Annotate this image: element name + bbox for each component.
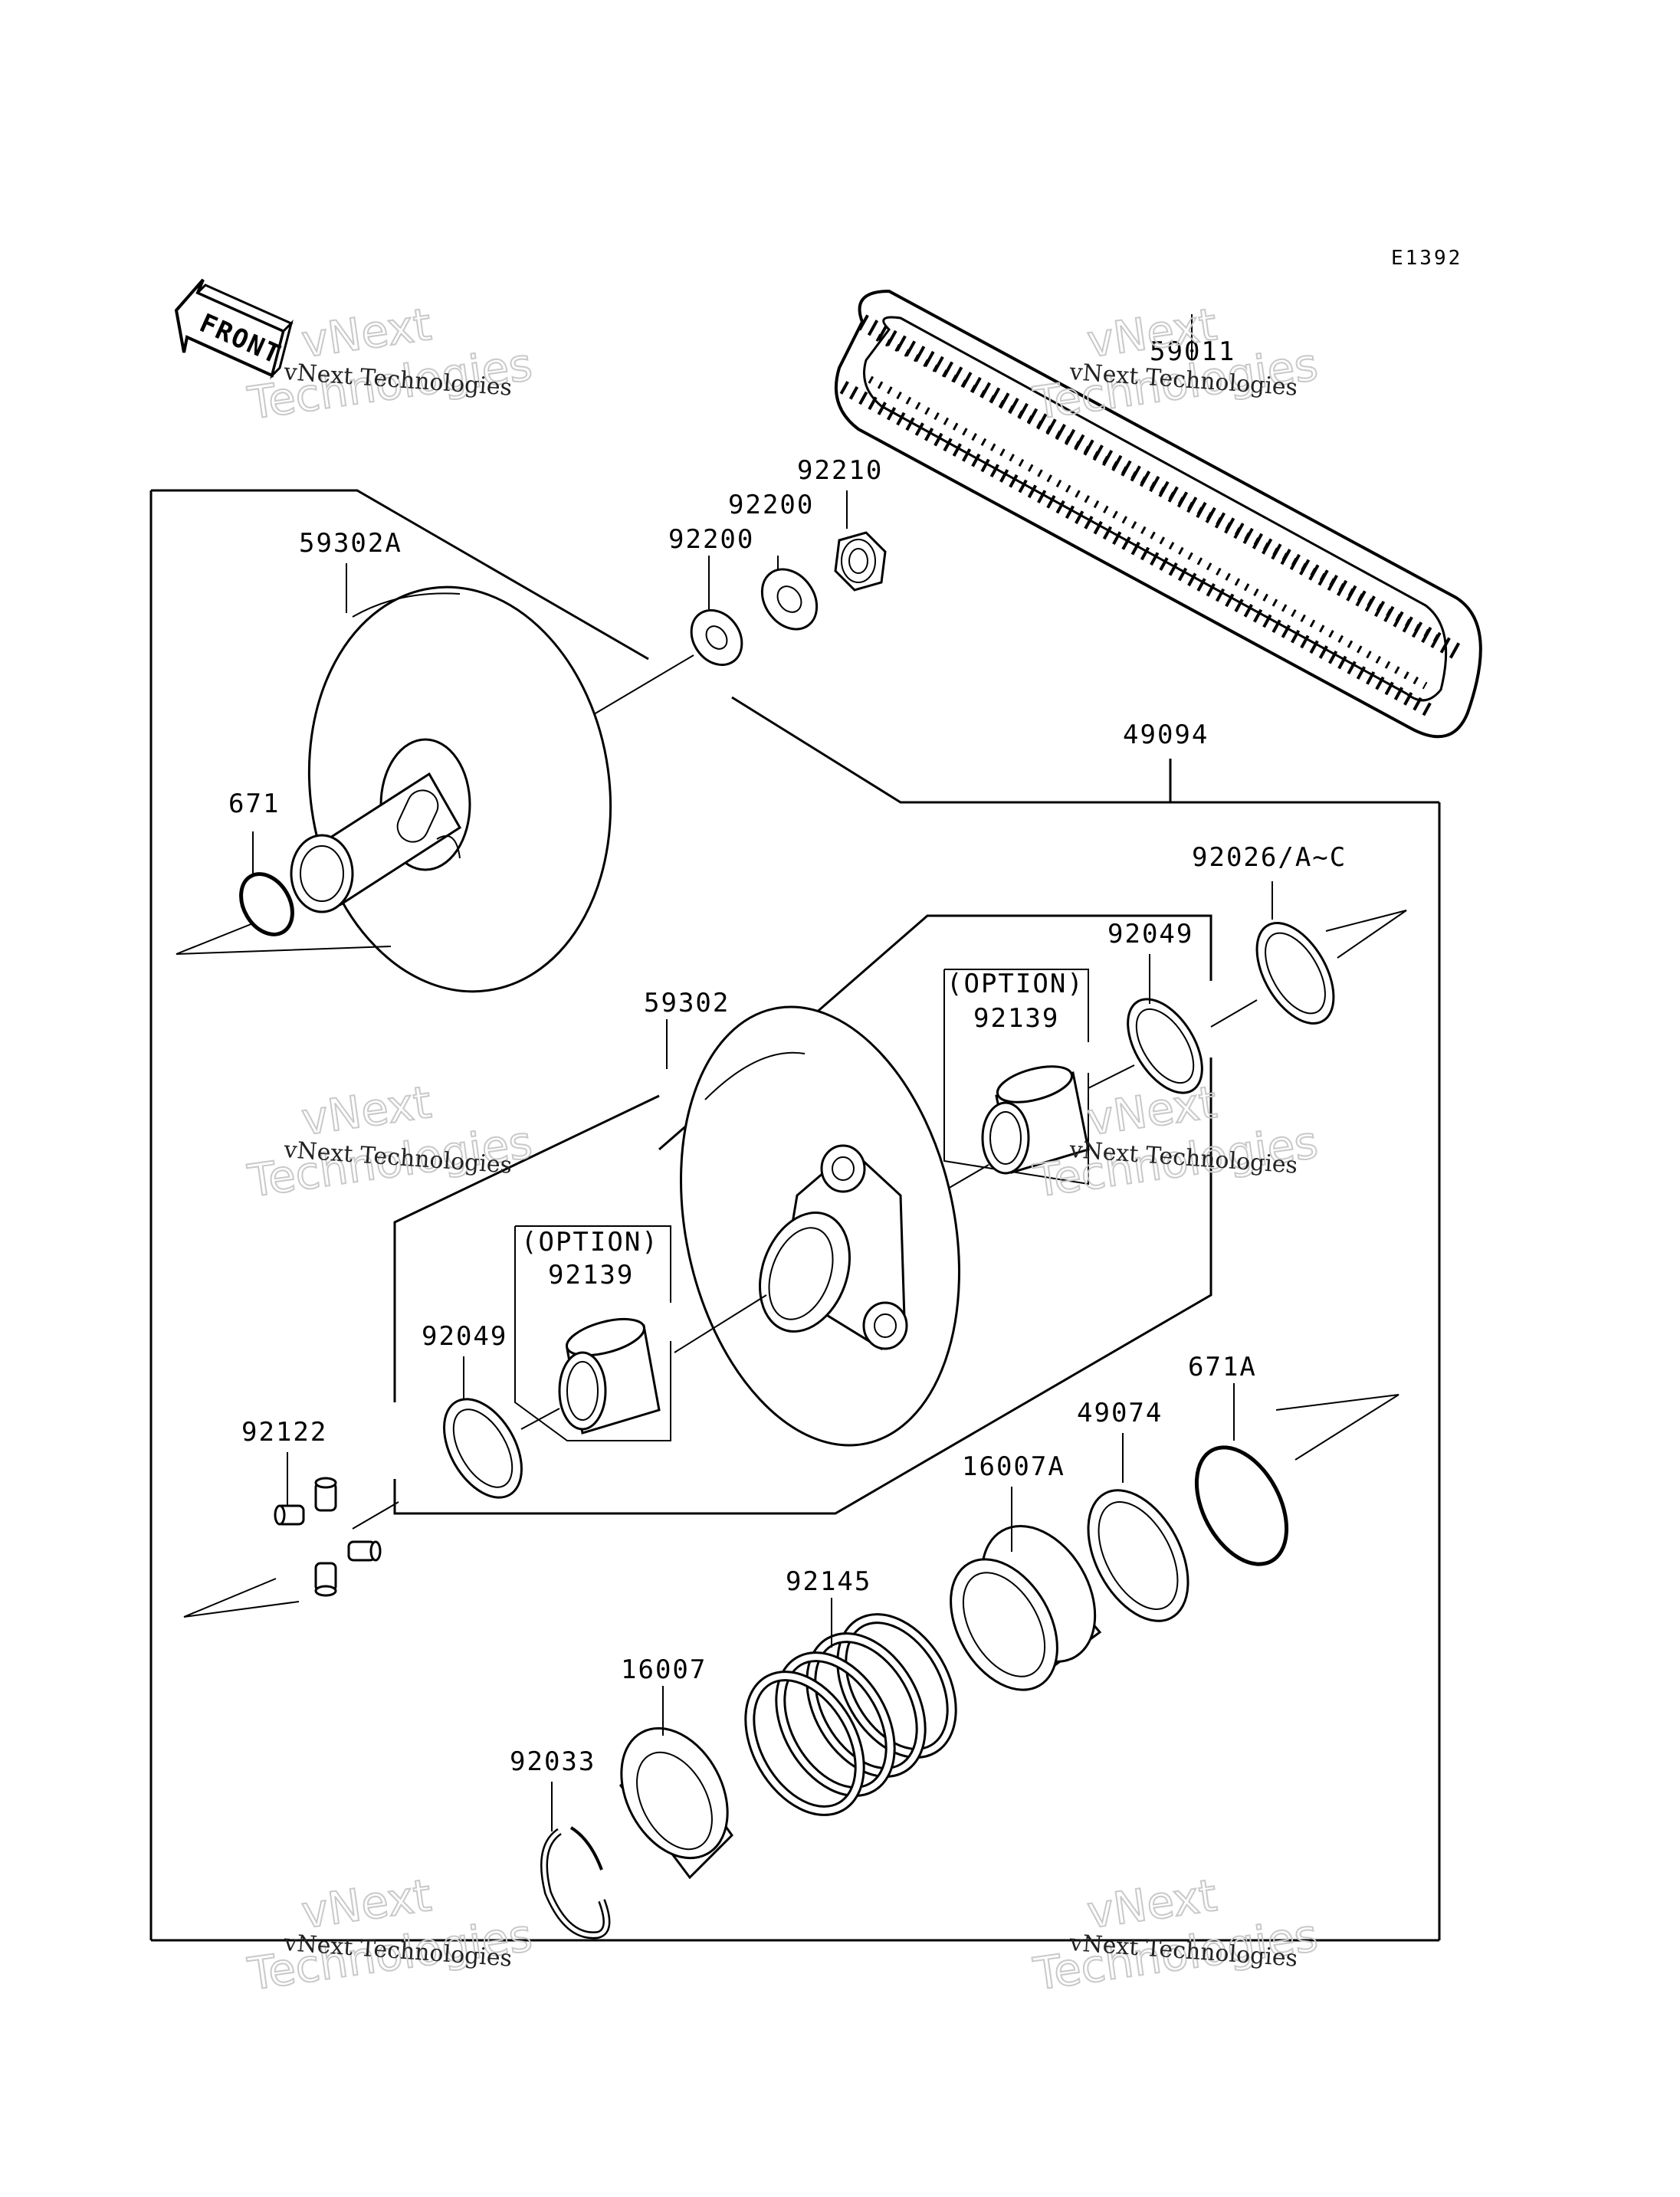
snap-ring-92033 [540,1826,611,1940]
label-92145: 92145 [786,1566,871,1597]
label-59302A: 59302A [299,528,402,559]
label-92049-right: 92049 [1107,919,1193,949]
grease-fittings-92122 [274,1477,382,1597]
ring-49074 [1087,1489,1189,1622]
label-92139-upper: 92139 [973,1003,1059,1034]
fixed-sheave-59302A [290,585,612,993]
drive-belt [834,289,1482,739]
label-59011: 59011 [1150,336,1235,367]
label-92139-lower: 92139 [548,1260,634,1290]
label-92210: 92210 [797,455,883,486]
label-16007: 16007 [621,1654,707,1685]
label-49074: 49074 [1077,1398,1163,1428]
option-label-lower: (OPTION) [521,1227,659,1258]
movable-sheave-59302 [680,1005,960,1447]
label-671A: 671A [1188,1352,1257,1382]
washer-92200-lower [690,608,743,667]
label-671: 671 [228,789,280,819]
cam-16007 [619,1726,733,1880]
bushing-92139-lower [558,1317,661,1435]
label-92049-left: 92049 [422,1321,507,1352]
label-92122: 92122 [241,1417,327,1448]
label-92026: 92026/A~C [1192,842,1347,873]
label-92200-lower: 92200 [668,524,754,555]
seal-92049-right [1127,998,1203,1094]
o-ring-671 [239,872,294,936]
spring-92145 [744,1613,957,1816]
washer-92200-upper [760,568,819,631]
cam-16007A [950,1525,1102,1691]
option-label-upper: (OPTION) [947,969,1084,999]
assembly-frame [149,489,1441,1942]
label-92033: 92033 [510,1746,596,1777]
shim-92026 [1255,922,1335,1025]
label-16007A: 16007A [962,1451,1065,1482]
bushing-92139-upper [981,1065,1090,1175]
seal-92049-left [443,1398,523,1499]
label-49094: 49094 [1123,720,1209,750]
front-arrow-icon: FRONT [174,278,294,379]
label-92200-upper: 92200 [728,490,814,520]
label-59302: 59302 [644,988,730,1018]
diagram-code: E1392 [1391,247,1462,270]
nut-92210 [834,531,887,592]
o-ring-671A [1194,1445,1289,1566]
